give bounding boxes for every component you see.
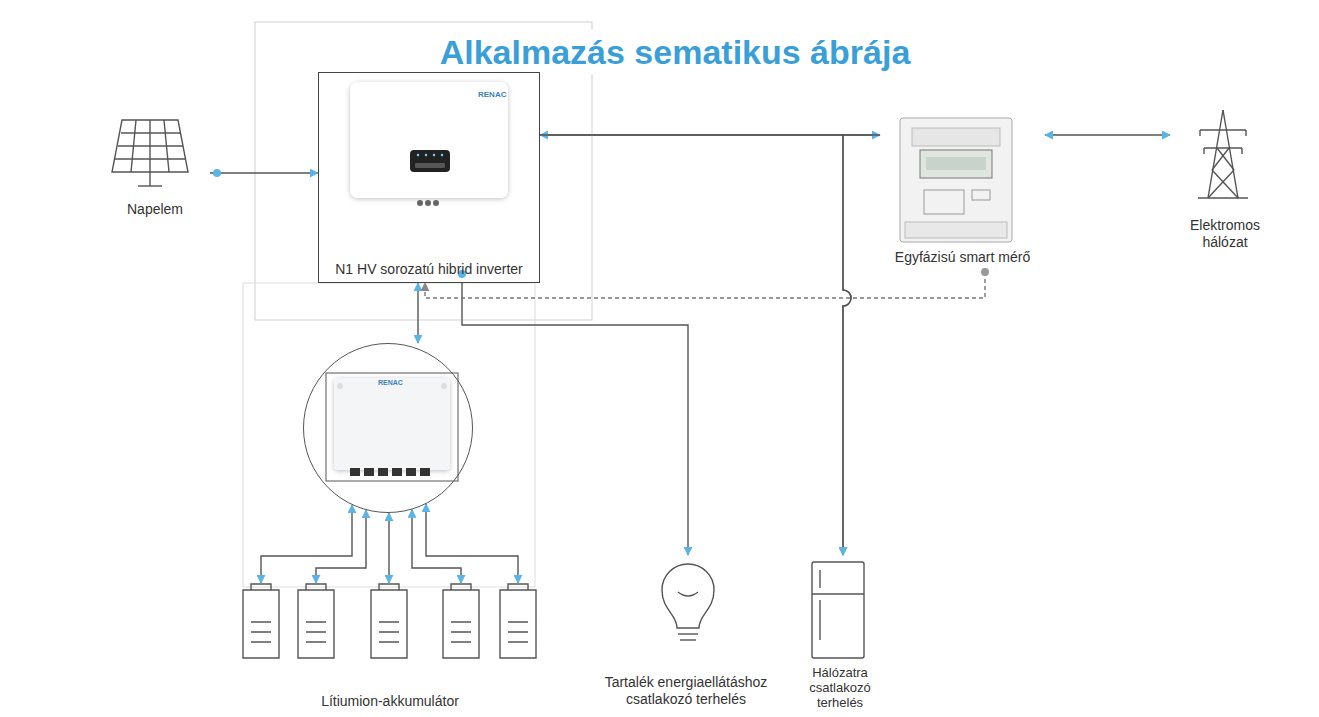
grid-node: Elektromos hálózat	[1170, 105, 1280, 255]
connector-line	[1045, 134, 1170, 135]
connector-line	[843, 135, 880, 555]
smart-meter-node: Egyfázisú smart mérő	[880, 110, 1045, 270]
smart-meter-icon	[900, 118, 1012, 242]
power-connector	[540, 135, 851, 555]
node-label: Napelem	[125, 201, 185, 218]
bulb-icon	[662, 564, 714, 640]
connector-line	[462, 283, 688, 555]
node-label: Egyfázisú smart mérő	[893, 249, 1032, 266]
battery-box-circle: RENAC	[303, 343, 473, 513]
fridge-icon	[812, 562, 864, 658]
inverter-device	[350, 82, 508, 206]
battery-icons	[243, 584, 536, 658]
inverter-box: N1 HV sorozatú hibrid inverter	[318, 72, 540, 283]
connector-line	[210, 172, 318, 173]
connector-line	[426, 504, 518, 583]
battery-box-device	[326, 373, 458, 481]
power-connector	[418, 283, 419, 343]
power-pylon-icon	[1198, 110, 1248, 198]
brand-logo: RENAC	[478, 90, 506, 99]
node-label: N1 HV sorozatú hibrid inverter	[333, 261, 525, 278]
power-connector	[843, 135, 880, 555]
power-connector	[458, 270, 688, 555]
node-label: Hálózatra csatlakozó terhelés	[800, 666, 880, 711]
power-connector	[210, 169, 318, 177]
node-label: RENAC	[378, 379, 403, 387]
group-frame	[243, 283, 535, 587]
node-label: Lítiumion-akkumulátor	[319, 693, 461, 710]
connector-dot	[981, 268, 989, 276]
connector-line	[417, 283, 418, 343]
connector-line	[540, 135, 851, 555]
solar-panel-icon	[112, 120, 188, 186]
battery-node: Lítiumion-akkumulátor	[235, 575, 545, 710]
solar-panel-node: Napelem	[100, 112, 210, 222]
connector-line	[261, 505, 352, 583]
node-label: Tartalék energiaellátáshoz csatlakozó te…	[574, 674, 798, 708]
connector-dot	[213, 169, 221, 177]
node-label: Elektromos hálózat	[1170, 217, 1280, 251]
grid-load-node: Hálózatra csatlakozó terhelés	[800, 555, 880, 714]
diagram-title: Alkalmazás sematikus ábrája	[410, 30, 940, 74]
connector-line	[388, 513, 389, 583]
backup-load-node: Tartalék energiaellátáshoz csatlakozó te…	[574, 555, 798, 712]
connector-line	[316, 510, 366, 583]
power-connector	[1045, 135, 1170, 136]
connector-line	[412, 510, 461, 583]
power-connector	[261, 504, 518, 583]
